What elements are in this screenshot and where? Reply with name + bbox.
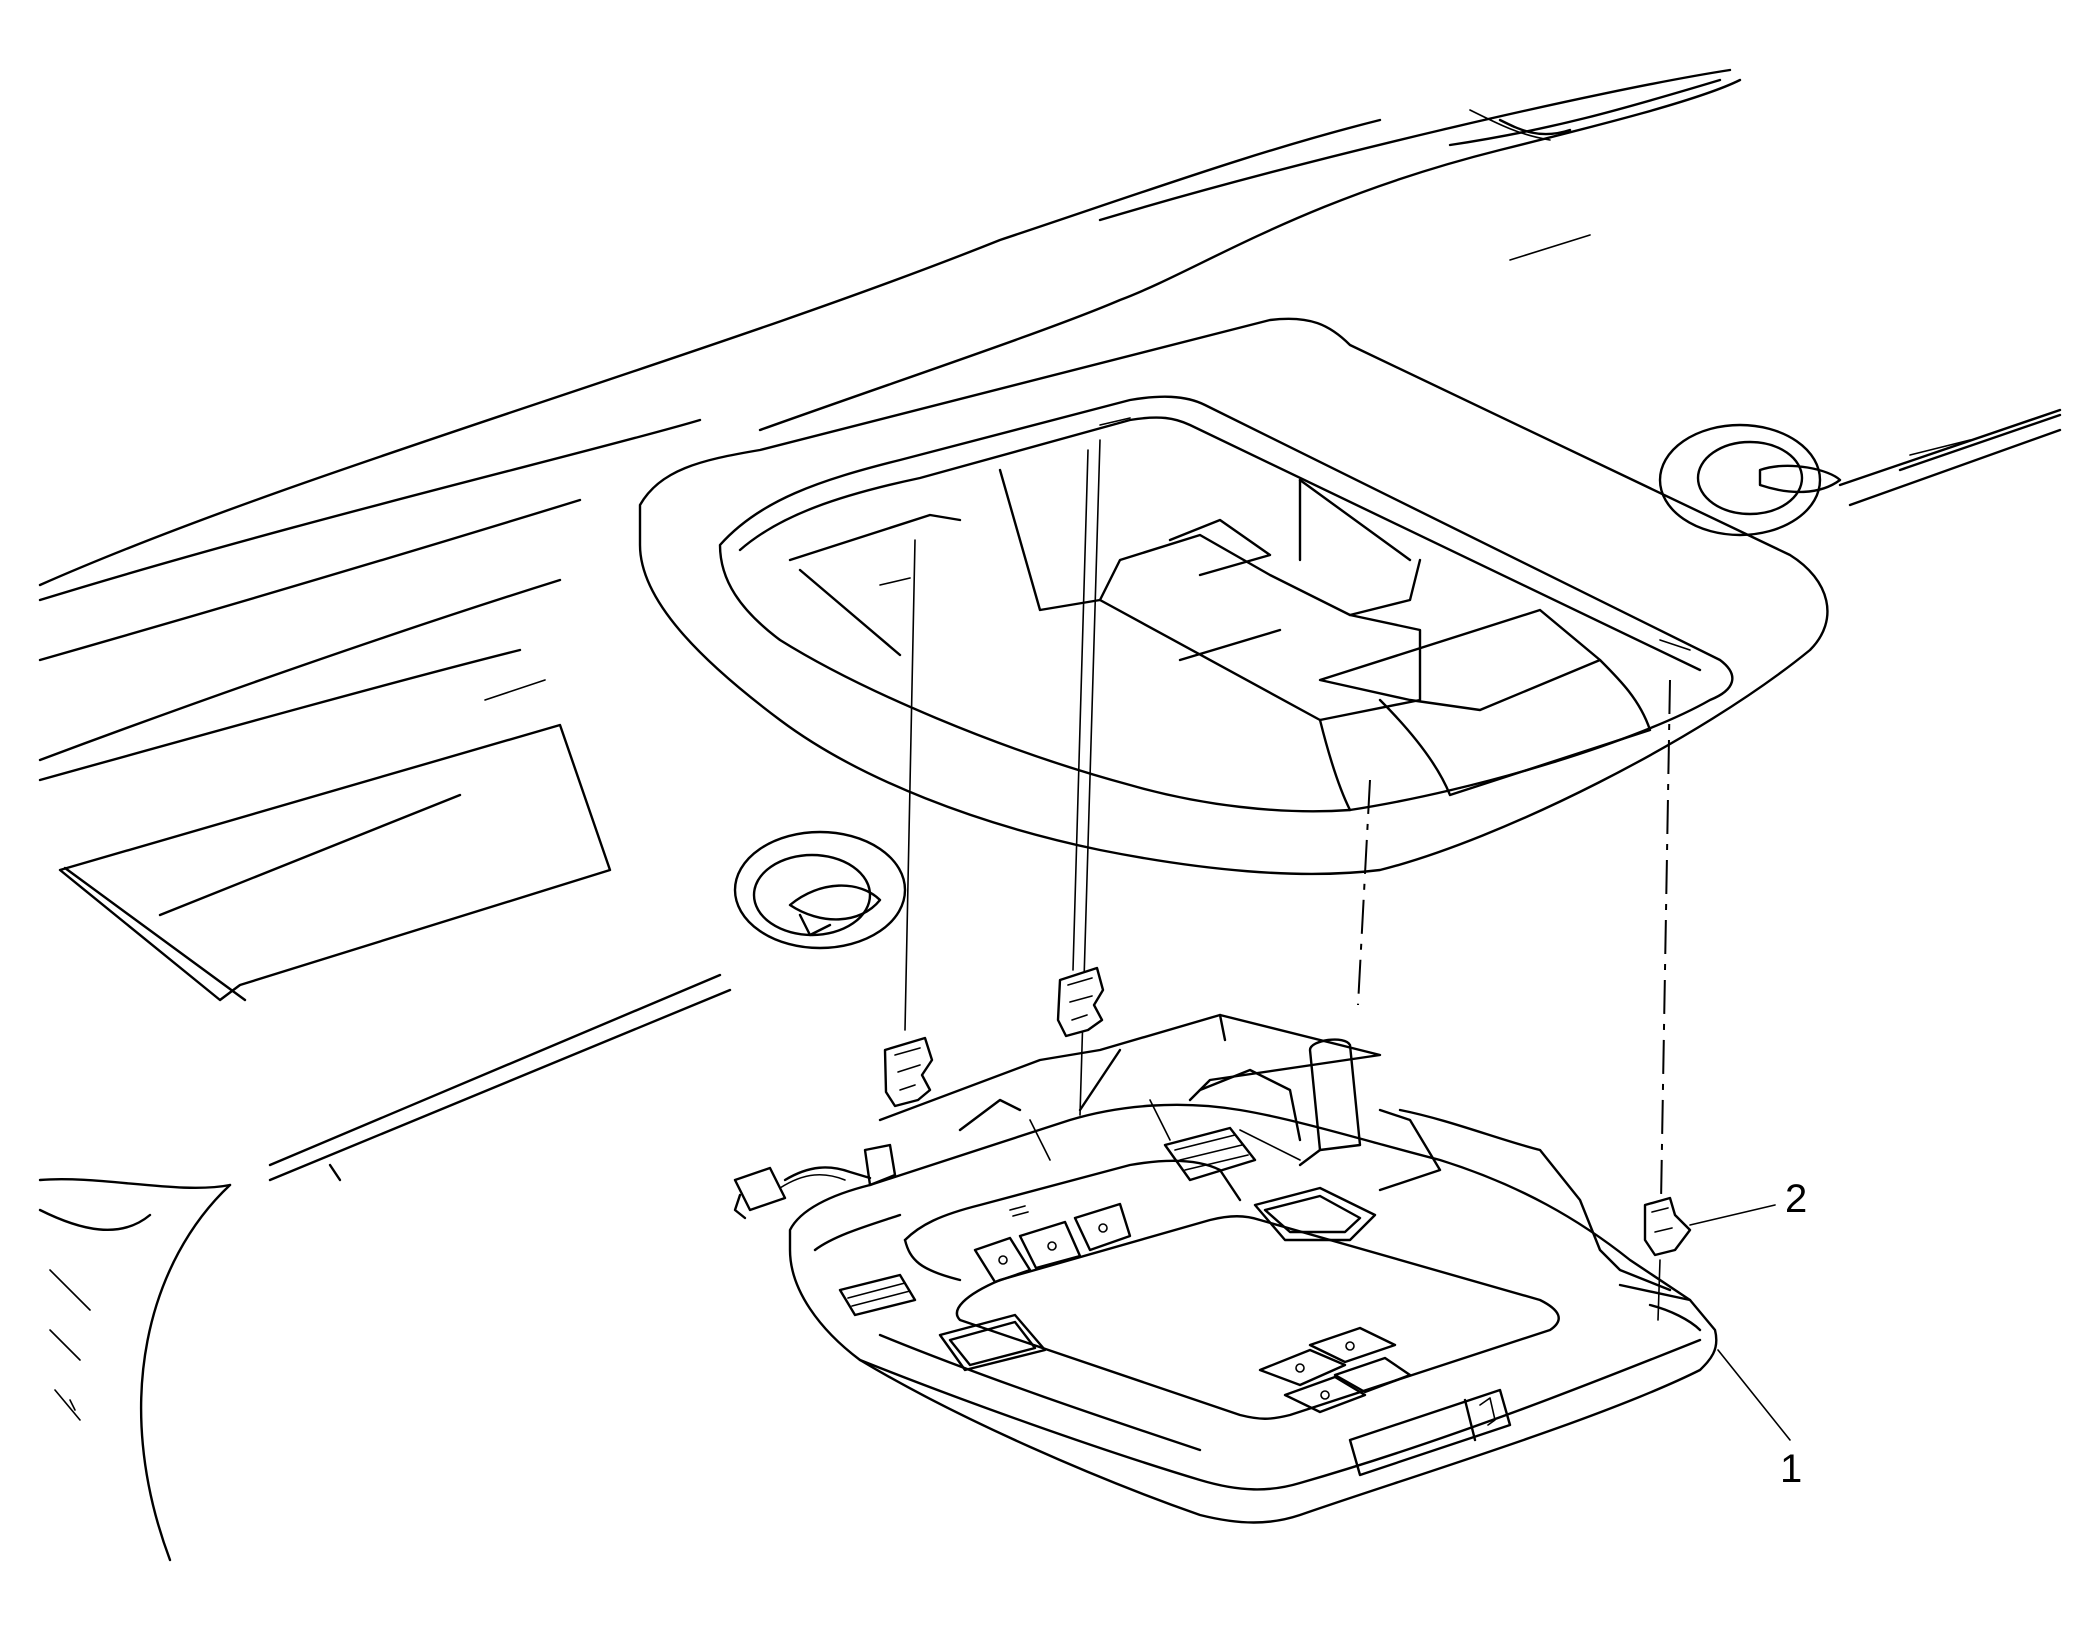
overhead-console: [733, 1013, 1718, 1524]
headliner-opening: [638, 317, 1829, 876]
switch-cluster-right: [1258, 1326, 1412, 1414]
callout-2: 2: [1689, 1177, 1807, 1226]
clip-left: [883, 1036, 934, 1108]
alignment-lines: [904, 439, 1671, 1321]
callout-1: 1: [1717, 1349, 1802, 1491]
vent-left: [838, 1273, 1047, 1372]
display-window: [1348, 1388, 1512, 1477]
callout-1-label: 1: [1780, 1447, 1802, 1491]
retaining-clips: [883, 966, 1692, 1257]
headliner: [38, 68, 2062, 1562]
clip-right: [1643, 1196, 1692, 1257]
vent-top: [1163, 1126, 1377, 1242]
clip-center: [1056, 966, 1105, 1038]
wire-connector: [733, 1143, 897, 1220]
callout-2-label: 2: [1785, 1177, 1807, 1221]
switch-cluster-left: [973, 1202, 1132, 1284]
